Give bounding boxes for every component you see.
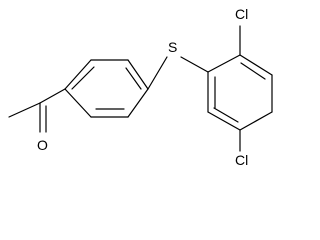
ring-b-bond-1 — [207, 54, 241, 73]
ring-a-bond-6 — [64, 88, 92, 118]
bottom-chlorine-label: Cl — [235, 152, 248, 168]
ring-a-inner-bond-1 — [71, 66, 95, 90]
ring-a-to-sulfur-bond — [147, 56, 168, 90]
oxygen-label: O — [37, 137, 48, 153]
ring-a-bond-1 — [64, 59, 92, 90]
ring-b-bond-4 — [239, 111, 273, 131]
ring-b-inner-bond-2 — [213, 107, 239, 123]
ring-b-inner-bond-1 — [240, 62, 266, 80]
ring-b-bond-5 — [207, 111, 241, 131]
chemical-structure-diagram: S Cl Cl O — [8, 6, 273, 168]
ring-a-inner-bond-2 — [125, 67, 142, 90]
sulfur-label: S — [168, 39, 177, 55]
top-chlorine-label: Cl — [235, 6, 248, 22]
ring-b-bond-2 — [239, 54, 273, 76]
ring-a-bond-3 — [127, 59, 149, 90]
methyl-bond — [8, 102, 41, 118]
sulfur-to-ring-b-bond — [180, 56, 209, 73]
ring-a-bond-4 — [127, 88, 149, 118]
carbonyl-bond-to-ring — [39, 88, 66, 104]
